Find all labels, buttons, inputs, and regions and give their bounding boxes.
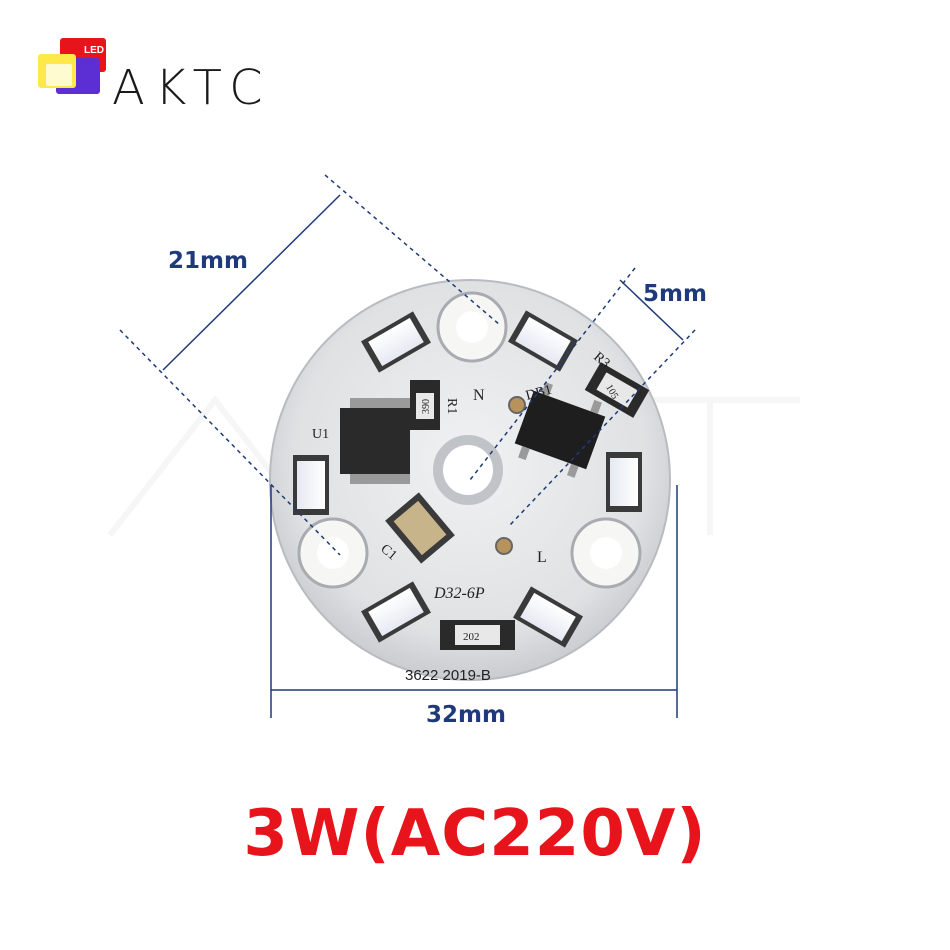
mounting-pad xyxy=(436,291,508,363)
label-r1: R1 xyxy=(444,398,459,414)
resistor-r1 xyxy=(410,380,440,430)
smd-led xyxy=(361,311,431,373)
label-390: 390 xyxy=(421,399,432,414)
smd-led xyxy=(293,455,329,515)
smd-led xyxy=(513,586,583,648)
smd-led xyxy=(361,581,431,643)
dimension-label-offset: 5mm xyxy=(643,281,707,307)
dimension-label-width: 32mm xyxy=(426,702,506,728)
label-202: 202 xyxy=(463,631,480,643)
mounting-pad xyxy=(570,517,642,589)
logo-icon-text: LED xyxy=(84,45,104,56)
bridge-rectifier xyxy=(514,382,606,478)
led-logo-icon: LED xyxy=(38,38,106,94)
solder-point-l xyxy=(495,537,513,555)
ic-chip-u1 xyxy=(340,398,410,484)
label-batch: 3622 2019-B xyxy=(405,667,491,684)
label-u1: U1 xyxy=(312,427,329,442)
dimension-label-diagonal: 21mm xyxy=(168,248,248,274)
mounting-pad xyxy=(297,517,369,589)
capacitor-c1 xyxy=(385,492,455,564)
center-hole xyxy=(433,435,503,505)
smd-led xyxy=(508,310,578,372)
smd-led xyxy=(606,452,642,512)
dimension-lines xyxy=(119,174,696,718)
label-n: N xyxy=(473,387,485,404)
resistor-r3 xyxy=(584,362,650,418)
label-l: L xyxy=(537,549,547,566)
label-db1: DB1 xyxy=(524,383,553,404)
brand-name: AKTC xyxy=(112,60,273,116)
solder-point-n xyxy=(508,396,526,414)
label-model: D32-6P xyxy=(433,585,485,602)
product-caption: 3W(AC220V) xyxy=(243,797,707,871)
brand-logo: LED AKTC xyxy=(36,36,296,116)
resistor-202 xyxy=(440,620,515,650)
